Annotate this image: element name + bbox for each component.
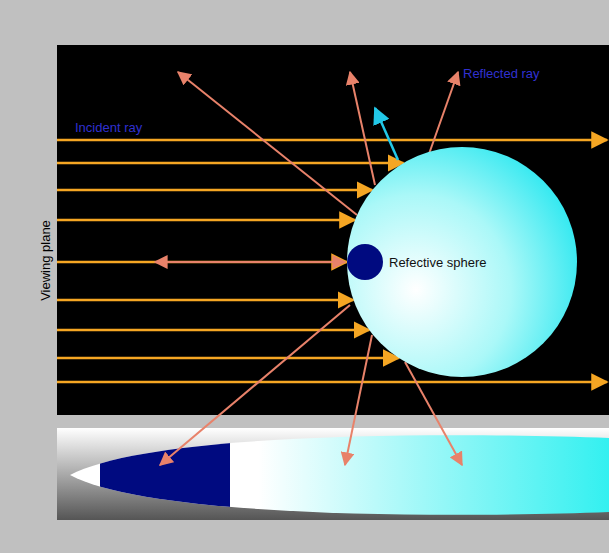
viewing-plane-label: Viewing plane bbox=[38, 220, 53, 301]
reflected-label: Reflected ray bbox=[463, 66, 540, 81]
reflected-ray bbox=[155, 261, 345, 263]
reflected-ray bbox=[160, 305, 350, 465]
sphere-body bbox=[347, 147, 577, 377]
incident-ray bbox=[57, 261, 347, 264]
reflected-ray bbox=[178, 72, 357, 215]
incident-ray bbox=[57, 162, 403, 165]
reflective-sphere: Refective sphere bbox=[347, 147, 577, 377]
incident-ray bbox=[57, 139, 607, 142]
reflected-ray bbox=[345, 335, 372, 465]
incident-ray bbox=[57, 357, 399, 360]
incident-ray bbox=[57, 381, 607, 384]
incident-ray bbox=[57, 299, 353, 302]
reflected-ray bbox=[350, 72, 375, 185]
image-dark-spot bbox=[100, 430, 230, 520]
incident-label: Incident ray bbox=[75, 120, 142, 135]
normal-vector bbox=[375, 108, 398, 160]
scene-panel bbox=[57, 45, 609, 415]
dark-spot bbox=[347, 244, 383, 280]
reflected-ray bbox=[405, 362, 462, 465]
incident-ray bbox=[57, 219, 355, 222]
sphere-label: Refective sphere bbox=[389, 255, 487, 270]
image-strip bbox=[57, 428, 609, 520]
